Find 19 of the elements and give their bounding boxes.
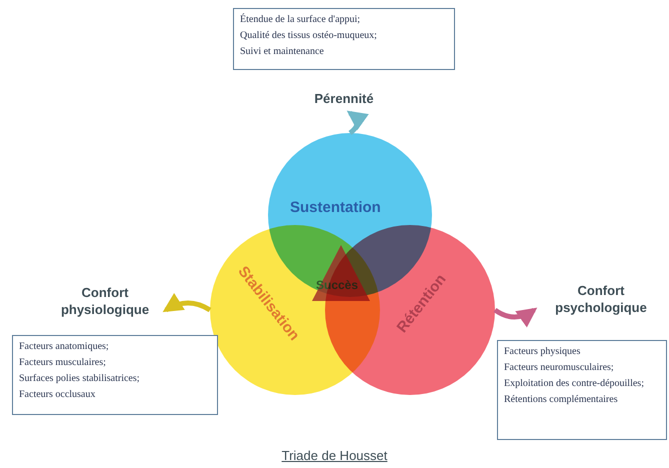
curved-arrow <box>162 293 212 312</box>
list-item: Rétentions complémentaires <box>504 394 619 405</box>
list-item: Facteurs physiques <box>504 346 582 357</box>
list-item: Facteurs musculaires; <box>19 357 107 368</box>
list-item: Suivi et maintenance <box>240 46 325 57</box>
heading: Pérennité <box>313 90 375 107</box>
list-item: Qualité des tissus ostéo-muqueux; <box>240 30 378 41</box>
list-item: Facteurs anatomiques; <box>19 341 110 352</box>
curved-arrow <box>494 308 538 328</box>
list-item: Facteurs neuromusculaires; <box>504 362 615 373</box>
list-item: Exploitation des contre-dépouilles; <box>504 378 645 389</box>
list-item: Facteurs occlusaux <box>19 389 96 400</box>
curved-arrow <box>346 110 369 135</box>
heading: Confort psychologique <box>554 282 648 316</box>
list-item: Surfaces polies stabilisatrices; <box>19 373 141 384</box>
heading: Confort physiologique <box>60 284 150 318</box>
list-item: Étendue de la surface d'appui; <box>240 14 362 25</box>
circle-label: Sustentation <box>290 199 381 216</box>
caption: Triade de Housset <box>280 448 388 463</box>
